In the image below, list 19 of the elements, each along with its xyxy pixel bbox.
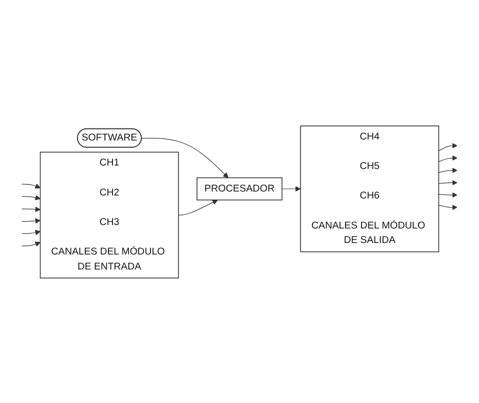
- arrow: [141, 137, 228, 178]
- arrow: [178, 199, 218, 215]
- arrow: [438, 154, 458, 162]
- arrow: [21, 206, 40, 212]
- arrow: [21, 218, 40, 224]
- arrow: [438, 180, 458, 185]
- arrow: [21, 194, 40, 200]
- arrow: [21, 229, 40, 235]
- arrow: [438, 204, 458, 210]
- arrow: [438, 192, 458, 198]
- node-box: [196, 176, 282, 200]
- node-box: [300, 125, 440, 252]
- node-box: [40, 151, 179, 278]
- arrow: [438, 167, 458, 173]
- arrow: [21, 183, 40, 188]
- arrow: [282, 186, 301, 192]
- block-diagram: SOFTWARE CH1 CH2 CH3 CANALES DEL MÓDULO DE ENTRADA PROCESADOR CH4 CH5 CH6 CANALES DEL MÓDULO DE SALIDA: [2, 120, 477, 282]
- arrow: [438, 142, 458, 151]
- arrow: [21, 241, 40, 246]
